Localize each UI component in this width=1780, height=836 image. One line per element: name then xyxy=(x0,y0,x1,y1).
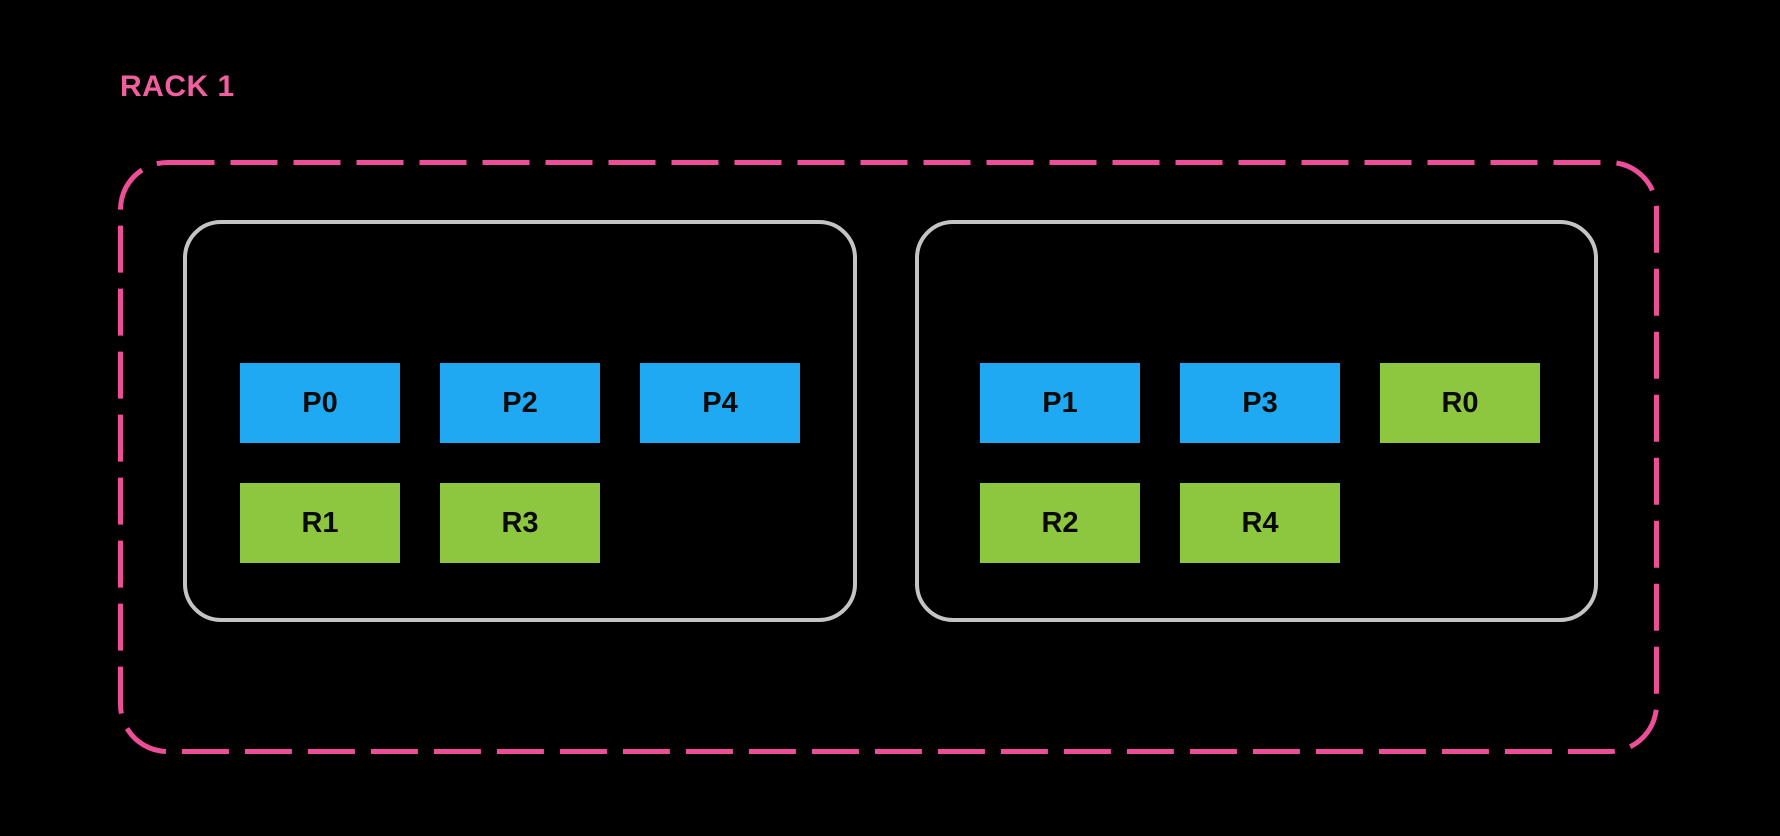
chip-row: P0 P2 P4 xyxy=(240,363,800,443)
shard-chip-p3: P3 xyxy=(1180,363,1340,443)
shard-chip-r0: R0 xyxy=(1380,363,1540,443)
chip-row: R1 R3 xyxy=(240,483,800,563)
node-group-2: P1 P3 R0 R2 R4 xyxy=(915,220,1598,622)
chip-row: P1 P3 R0 xyxy=(980,363,1540,443)
shard-chip-r1: R1 xyxy=(240,483,400,563)
chip-row: R2 R4 xyxy=(980,483,1540,563)
shard-chip-r3: R3 xyxy=(440,483,600,563)
rack-title: RACK 1 xyxy=(120,70,235,103)
shard-chip-p1: P1 xyxy=(980,363,1140,443)
shard-chip-p2: P2 xyxy=(440,363,600,443)
shard-chip-r2: R2 xyxy=(980,483,1140,563)
node-group-1: P0 P2 P4 R1 R3 xyxy=(183,220,857,622)
shard-chip-p4: P4 xyxy=(640,363,800,443)
shard-chip-r4: R4 xyxy=(1180,483,1340,563)
node-group-1-chip-grid: P0 P2 P4 R1 R3 xyxy=(240,363,800,563)
node-group-2-chip-grid: P1 P3 R0 R2 R4 xyxy=(980,363,1540,563)
shard-chip-p0: P0 xyxy=(240,363,400,443)
